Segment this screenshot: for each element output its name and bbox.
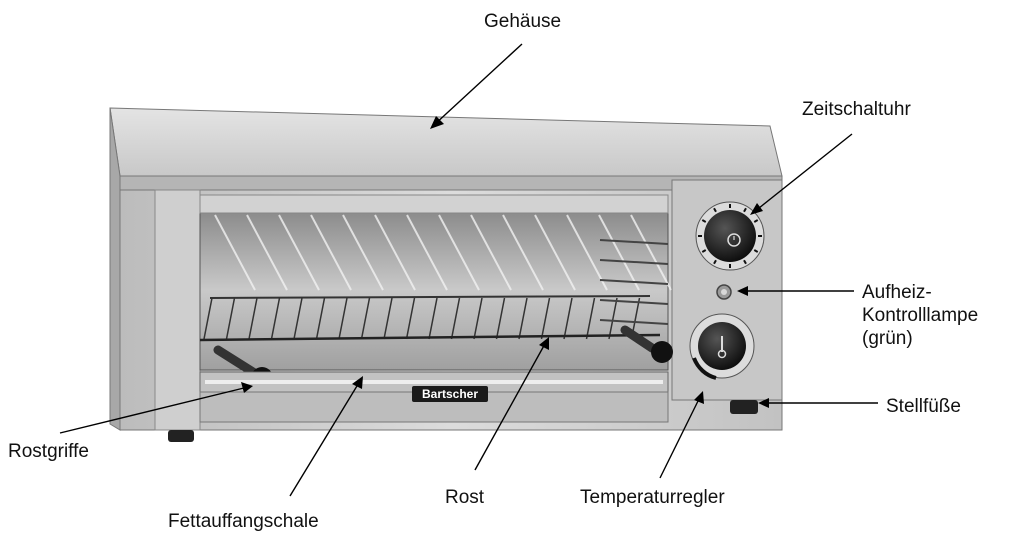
arrow-heads [241,116,769,408]
rack-bar [428,297,438,340]
grill-rack [203,297,641,340]
heater-elements [214,214,672,291]
arrow-rostgriffe [241,382,253,393]
heater-element [470,214,512,291]
rack-bar [473,297,483,340]
heater-element [374,214,416,291]
timer-tick [753,249,759,253]
heating-indicator-lamp [716,284,732,300]
label-gehaeuse: Gehäuse [484,11,562,32]
housing-left-column [154,189,201,431]
label-zeitschaltuhr: Zeitschaltuhr [802,99,911,120]
rack-bar [315,297,326,340]
rack-bar [203,297,213,340]
arrow-stellfuesse [758,398,769,408]
timer-tick [743,207,747,213]
drip-tray-edge [205,380,663,384]
foot-right [730,400,758,414]
side-rail [599,239,669,245]
timer-tick [713,259,717,265]
brand-badge [412,386,488,402]
rack-bar [450,297,461,340]
label-kontrolllampe-line-3: (grün) [862,328,913,349]
side-rail [599,319,669,325]
rack-bar [518,297,528,340]
arrow-temperaturregler [694,391,704,404]
rack-front-rail [199,333,661,342]
rack-back-rail [209,295,651,299]
label-rostgriffe: Rostgriffe [8,441,89,462]
timer-tick [743,259,747,265]
rack-bar [405,297,416,340]
rack-bar [608,297,618,340]
rack-bar [540,297,551,340]
heater-element [310,214,352,291]
arrow-kontrolllampe [737,286,748,296]
heater-element [598,214,640,291]
label-fettauffangschale: Fettauffangschale [168,511,319,532]
timer-scale [698,204,762,268]
arrow-rost [539,337,549,350]
heater-element [502,214,544,291]
housing-top [109,107,783,177]
timer-tick [753,219,759,223]
clock-icon [727,233,741,247]
rack-handle-right [620,325,673,363]
grill-cavity [199,209,669,371]
rack-bar [270,297,281,340]
brand-logo-text: Bartscher [422,387,478,401]
heater-element [246,214,288,291]
leader-zeitschaltuhr [753,133,853,213]
heater-element [214,214,256,291]
rack-bar [383,297,393,340]
heater-element [566,214,608,291]
timer-tick [713,207,717,213]
rack-bar [248,297,258,340]
side-rail [599,279,669,285]
arrow-gehaeuse [430,116,444,129]
timer-knob [695,201,765,271]
rack-bar [338,297,348,340]
side-rail [599,259,669,265]
leader-rost [474,341,547,471]
rack-bar [225,297,236,340]
leader-temperaturregler [659,396,701,479]
heater-element [438,214,480,291]
leader-lines [59,43,878,497]
rack-side-rails [599,239,669,325]
foot-left [168,430,194,442]
arrow-zeitschaltuhr [750,203,763,215]
rack-bar [585,297,596,340]
arrow-fettauffangschale [352,376,363,389]
side-rail [599,299,669,305]
timer-tick [701,219,707,223]
label-stellfuesse: Stellfüße [886,396,961,417]
heater-element [406,214,448,291]
rack-bar [360,297,371,340]
rack-bar [563,297,573,340]
label-kontrolllampe: Aufheiz- Kontrolllampe (grün) [862,281,978,350]
cavity-top-frame [199,194,669,214]
timer-tick [701,249,707,253]
label-rost: Rost [445,487,485,508]
thermometer-icon [717,336,727,359]
rack-bar [495,297,506,340]
label-temperaturregler: Temperaturregler [580,487,725,508]
rack-bar [293,297,303,340]
heater-element [630,214,672,291]
leader-fettauffangschale [289,380,361,497]
heater-element [534,214,576,291]
temperature-knob [689,313,755,380]
label-kontrolllampe-line-2: Kontrolllampe [862,305,979,326]
label-kontrolllampe-line-1: Aufheiz- [862,282,932,303]
leader-gehaeuse [433,43,523,126]
heater-element [278,214,320,291]
leader-rostgriffe [59,386,249,434]
heater-element [342,214,384,291]
